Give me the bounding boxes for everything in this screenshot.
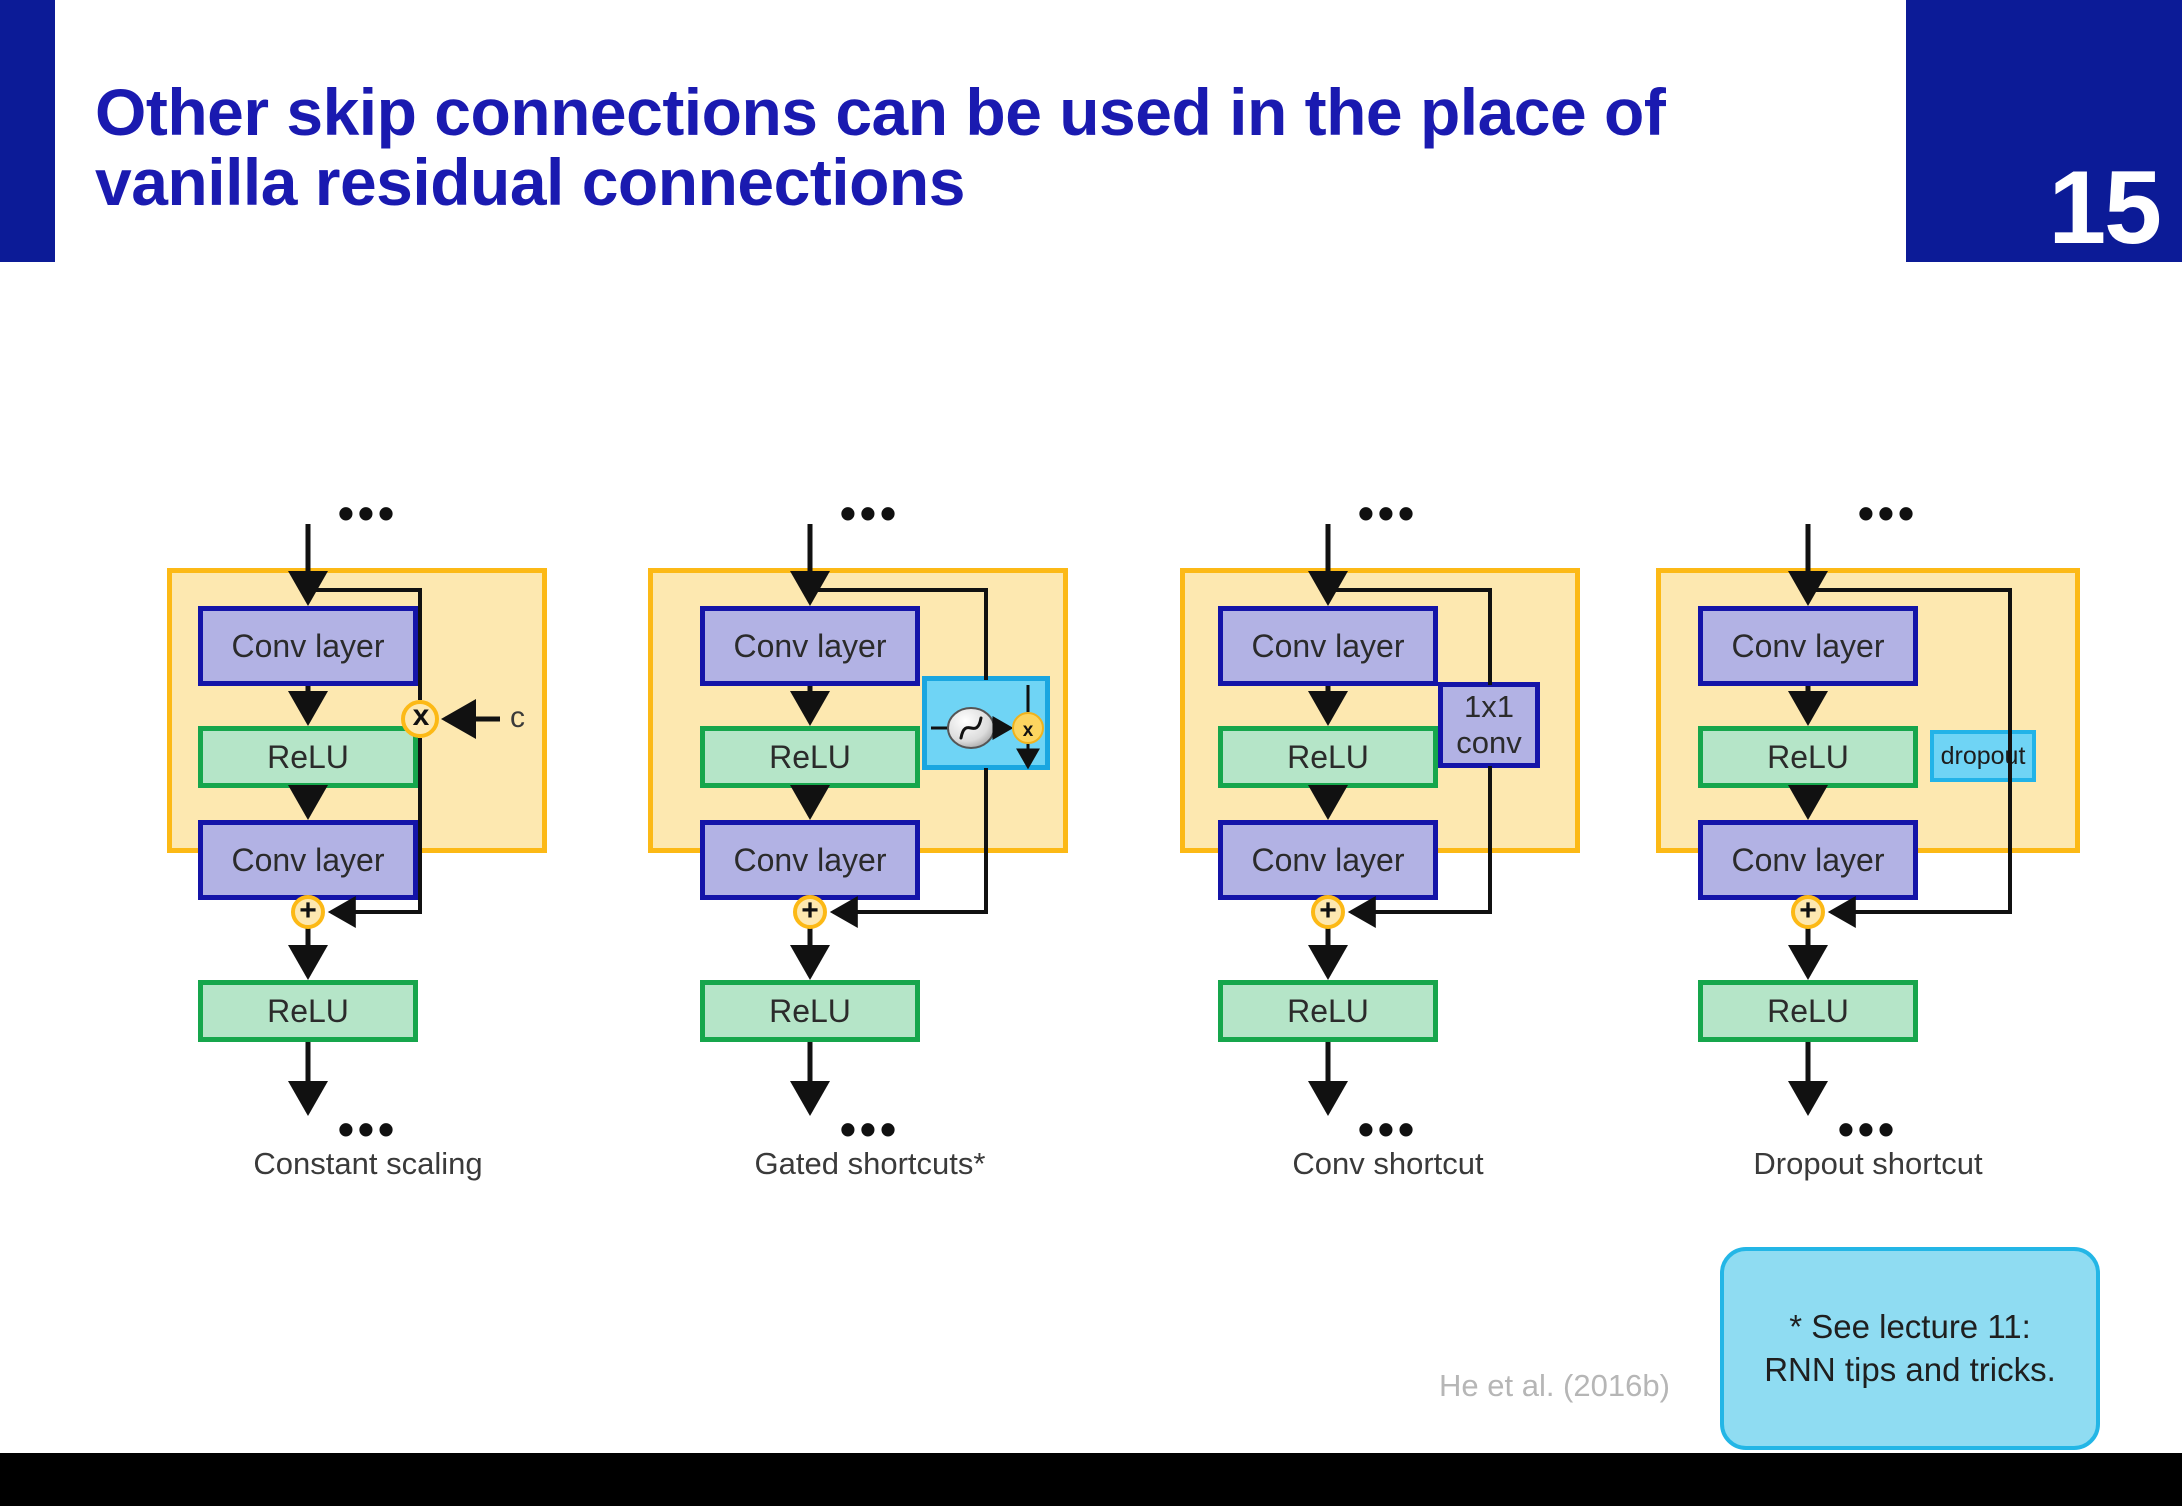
conv-layer-1-block: Conv layer [1698, 606, 1918, 686]
ellipsis-bottom: ••• [1837, 1103, 1899, 1155]
add-symbol: + [801, 894, 819, 927]
add-symbol: + [299, 894, 317, 927]
conv-layer-2-block: Conv layer [700, 820, 920, 900]
conv-layer-2-block: Conv layer [1698, 820, 1918, 900]
conv-layer-1-block: Conv layer [1218, 606, 1438, 686]
multiply-symbol: x [412, 699, 430, 732]
citation-text: He et al. (2016b) [1439, 1368, 1670, 1403]
add-symbol: + [1799, 894, 1817, 927]
diagram-caption: Conv shortcut [1292, 1146, 1484, 1181]
conv-1x1-line1: 1x1 [1464, 689, 1514, 725]
ellipsis-bottom: ••• [337, 1103, 399, 1155]
add-symbol: + [1319, 894, 1337, 927]
relu-2-block: ReLU [700, 980, 920, 1042]
conv-1x1-line2: conv [1456, 725, 1522, 760]
wire-overlay [1308, 524, 1492, 1117]
page-title: Other skip connections can be used in th… [95, 75, 1666, 219]
wire-overlay [288, 524, 500, 1117]
conv-1x1-shortcut-block: 1x1 conv [1438, 682, 1540, 768]
wire-overlay [1788, 524, 2012, 1117]
diagram-conv-shortcut: ••• Conv layer ReLU Conv layer ReLU 1x1 … [1138, 480, 1638, 1181]
conv-layer-1-block: Conv layer [700, 606, 920, 686]
relu-2-block: ReLU [1218, 980, 1438, 1042]
relu-2-block: ReLU [198, 980, 418, 1042]
dropout-shortcut-block: dropout [1930, 730, 2036, 782]
scalar-c-label: c [510, 701, 525, 734]
page-number-block: 15 [1906, 0, 2182, 262]
ellipsis-bottom: ••• [1357, 1103, 1419, 1155]
diagram-constant-scaling: ••• Conv layer ReLU Conv layer ReLU [118, 480, 618, 1181]
footer-bar [0, 1453, 2182, 1506]
diagram-dropout-shortcut: ••• Conv layer ReLU Conv layer ReLU drop… [1638, 480, 2138, 1181]
gate-panel-graphics: x [931, 685, 1044, 770]
wire-overlay [790, 524, 988, 1117]
diagram-gated-shortcuts: ••• Conv layer ReLU Conv layer ReLU [620, 480, 1120, 1181]
diagram-caption: Constant scaling [253, 1146, 483, 1181]
footnote-callout: * See lecture 11: RNN tips and tricks. [1720, 1247, 2100, 1450]
conv-layer-1-block: Conv layer [198, 606, 418, 686]
gate-panel: x [922, 676, 1050, 770]
diagram-caption: Gated shortcuts* [754, 1146, 986, 1181]
ellipsis-bottom: ••• [839, 1103, 901, 1155]
conv-layer-2-block: Conv layer [1218, 820, 1438, 900]
diagram-caption: Dropout shortcut [1753, 1146, 1983, 1181]
left-accent-bar [0, 0, 55, 262]
svg-text:x: x [1023, 720, 1034, 741]
page-number: 15 [2048, 150, 2162, 266]
relu-2-block: ReLU [1698, 980, 1918, 1042]
